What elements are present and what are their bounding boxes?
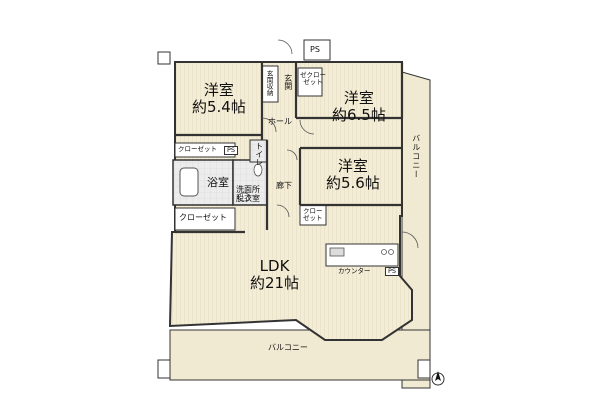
sink-icon: [237, 192, 251, 202]
unit-floor: [168, 61, 413, 341]
ldk-label: LDK 約21帖: [250, 257, 300, 292]
closet-small-mid-label: クロー ゼット: [303, 207, 323, 223]
closet-bottom-label: クローゼット: [179, 213, 227, 222]
washroom-label: 洗面所 脱衣室: [236, 185, 260, 203]
western-room-1-label: 洋室 約5.4帖: [192, 81, 246, 116]
entrance-label: 玄関: [283, 74, 293, 90]
entrance-storage-label: 玄関収納: [265, 70, 274, 96]
stove-burner: [388, 249, 394, 255]
column: [157, 51, 171, 65]
ps-counter-label: PS: [385, 267, 400, 277]
corridor-label: 廊下: [276, 181, 292, 190]
door-swings: [261, 39, 419, 249]
bathtub-icon: [179, 167, 199, 197]
bathroom-label: 浴室: [207, 176, 229, 189]
toilet-icon: [253, 163, 263, 177]
toilet-label: トイレ: [254, 142, 264, 166]
closet-bottom-area: [174, 207, 236, 231]
counter-label: カウンター: [338, 267, 371, 275]
column: [417, 359, 431, 379]
balcony-bottom-area: [169, 329, 431, 381]
ps-top-box: [303, 39, 331, 61]
kitchen-sink-icon: [329, 247, 345, 257]
closet-top-label: クローゼット: [178, 145, 217, 153]
ps-closet-label: PS: [224, 146, 239, 156]
balcony-right-label: バルコニー: [411, 134, 421, 179]
interior-walls: [175, 62, 404, 234]
western-room-2-label: 洋室 約6.5帖: [332, 89, 386, 124]
stove-burner: [381, 249, 387, 255]
ps-top-label: PS: [310, 45, 320, 54]
hall-label: ホール: [268, 117, 292, 126]
closet-small-top-area: [297, 67, 323, 97]
north-arrow-icon: [431, 371, 445, 386]
closet-small-top-label: ゼクロー ゼット: [300, 71, 326, 87]
balcony-bottom-label: バルコニー: [268, 343, 308, 352]
column: [157, 359, 171, 379]
western-room-3-label: 洋室 約5.6帖: [326, 157, 380, 192]
